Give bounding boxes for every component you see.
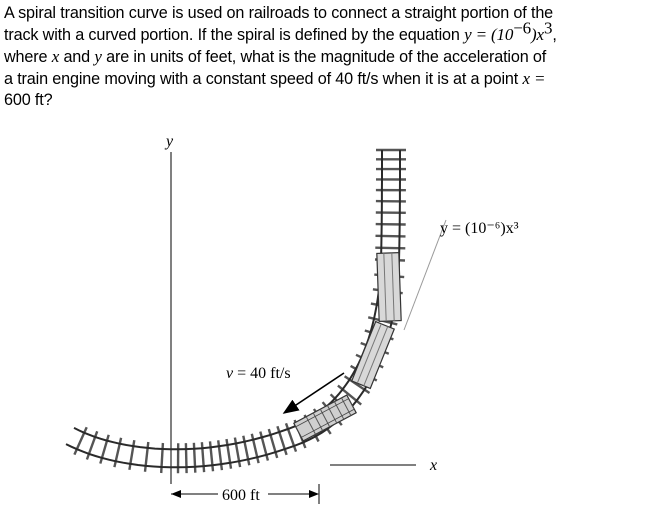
track-tie [208, 441, 215, 472]
problem-line-3: where x and y are in units of feet, what… [4, 46, 650, 68]
problem-line-1: A spiral transition curve is used on rai… [4, 4, 554, 22]
var-x: x [51, 47, 60, 66]
problem-line-5: 600 ft? [4, 91, 53, 109]
velocity-label: v = 40 ft/s [226, 365, 291, 382]
problem-line-3-c: are in units of feet, what is the magnit… [101, 48, 547, 66]
equation-comma: , [552, 26, 557, 44]
track-tie [85, 430, 99, 460]
track-tie [343, 375, 371, 394]
track-tie [192, 442, 197, 473]
problem-line-2-text: track with a curved portion. If the spir… [4, 26, 465, 44]
y-axis-label: y [164, 133, 174, 150]
track-tie [217, 440, 224, 471]
velocity-value: = 40 ft/s [233, 365, 290, 382]
equation-y: y = (10 [464, 25, 514, 44]
train [293, 252, 402, 442]
track-tie [375, 234, 406, 238]
train-car-top [376, 252, 402, 322]
equation-exponent: −6 [513, 18, 532, 38]
var-y: y [94, 47, 102, 66]
problem-line-2: track with a curved portion. If the spir… [4, 20, 650, 46]
track-ties [73, 148, 407, 474]
track-tie [276, 425, 288, 456]
point-x-eq: x = [522, 69, 546, 88]
x-axis-label: x [429, 457, 437, 474]
problem-line-3-a: where [4, 48, 52, 66]
problem-line-3-b: and [59, 48, 95, 66]
velocity-arrow [282, 372, 345, 414]
problem-line-4-text: a train engine moving with a constant sp… [4, 70, 523, 88]
track-tie [184, 443, 188, 474]
train-engine [293, 394, 357, 442]
problem-line-4: a train engine moving with a constant sp… [4, 68, 650, 90]
track-tie [143, 441, 150, 472]
track-tie [284, 422, 298, 452]
curve-equation-label: y = (10⁻⁶)x³ [440, 220, 519, 237]
equation-x: )x [531, 25, 544, 44]
track-tie [160, 442, 165, 474]
train-car-middle [350, 320, 396, 390]
curve-label-leader [403, 219, 447, 331]
track-tie [375, 246, 406, 250]
rail-outer [65, 150, 401, 469]
problem-statement: A spiral transition curve is used on rai… [4, 3, 650, 111]
distance-label: 600 ft [222, 487, 260, 504]
equation-power: 3 [543, 18, 553, 38]
track-tie [200, 442, 206, 473]
